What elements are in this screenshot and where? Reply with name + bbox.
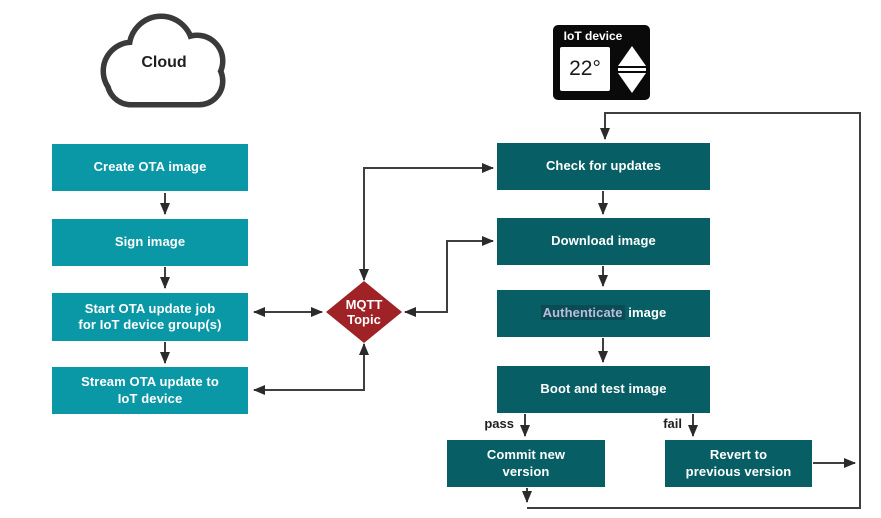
step-label: Commit new version [486,447,566,479]
step-label: Authenticate image [540,305,667,322]
highlighted-word: Authenticate [540,305,625,321]
step-label: Revert to previous version [685,447,792,479]
step-commit-new-version: Commit new version [447,440,605,487]
connector-mqtt-check [359,163,494,281]
connector-mqtt-download [404,236,494,317]
step-stream-ota-update: Stream OTA update to IoT device [52,367,248,414]
cloud-label: Cloud [141,54,187,71]
step-label: Sign image [114,234,186,250]
step-label-rest: image [628,305,667,321]
connector-mqtt-stream [253,343,369,395]
step-boot-and-test-image: Boot and test image [497,366,710,413]
spinner-divider [618,68,646,71]
step-label: Stream OTA update to IoT device [81,374,219,406]
step-label: Start OTA update job for IoT device grou… [78,300,222,333]
mqtt-topic-label: MQTT Topic [345,297,383,327]
temperature-spinner [617,46,647,94]
step-sign-image: Sign image [52,219,248,266]
down-triangle-icon [618,73,646,93]
step-download-image: Download image [497,218,710,265]
step-check-for-updates: Check for updates [497,143,710,190]
branch-label-fail: fail [663,416,682,431]
step-label: Boot and test image [540,381,667,397]
cloud-icon [100,13,226,108]
temperature-display: 22° [560,47,610,91]
up-triangle-icon [618,46,646,66]
step-label: Download image [551,233,656,249]
iot-device-label: IoT device [563,29,623,43]
branch-label-pass: pass [484,416,514,431]
step-create-ota-image: Create OTA image [52,144,248,191]
step-start-ota-update-job: Start OTA update job for IoT device grou… [52,293,248,341]
iot-device: IoT device 22° [553,25,650,100]
step-revert-previous-version: Revert to previous version [665,440,812,487]
step-label: Create OTA image [93,159,207,175]
temperature-value: 22° [569,57,601,80]
step-label: Check for updates [545,158,662,174]
step-authenticate-image: Authenticate image [497,290,710,337]
